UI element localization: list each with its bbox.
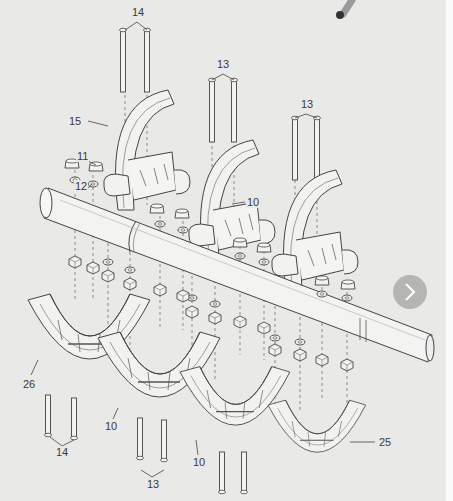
edge-strip — [446, 0, 453, 501]
pen-shadow — [336, 0, 352, 19]
pin — [144, 28, 151, 92]
shoe-block — [268, 400, 366, 452]
pin — [209, 78, 216, 142]
shoe-block — [28, 294, 150, 359]
callout-number: 12 — [74, 180, 88, 192]
pin — [120, 28, 127, 92]
pin — [137, 418, 144, 460]
pin — [292, 116, 299, 180]
pin — [71, 398, 78, 440]
former-block — [104, 90, 190, 210]
callout-number: 13 — [216, 58, 230, 70]
callout-number: 14 — [55, 446, 69, 458]
callout-number: 10 — [192, 456, 206, 468]
pin — [161, 420, 168, 462]
pin — [231, 78, 238, 142]
former-block — [272, 170, 358, 290]
callout-number: 25 — [378, 436, 392, 448]
callout-number: 15 — [68, 115, 82, 127]
leader-lines — [31, 22, 375, 477]
former-block — [189, 140, 275, 260]
callout-number: 14 — [131, 6, 145, 18]
shoe-block — [180, 367, 290, 426]
next-button — [393, 275, 427, 309]
callout-number: 13 — [300, 98, 314, 110]
pin — [314, 116, 321, 180]
pin — [45, 395, 52, 437]
pin — [219, 452, 226, 494]
callout-number: 26 — [22, 378, 36, 390]
callout-number: 11 — [76, 150, 89, 162]
callout-number: 10 — [246, 196, 260, 208]
callout-number: 13 — [146, 478, 160, 490]
pin — [241, 452, 248, 494]
callout-number: 10 — [104, 420, 118, 432]
